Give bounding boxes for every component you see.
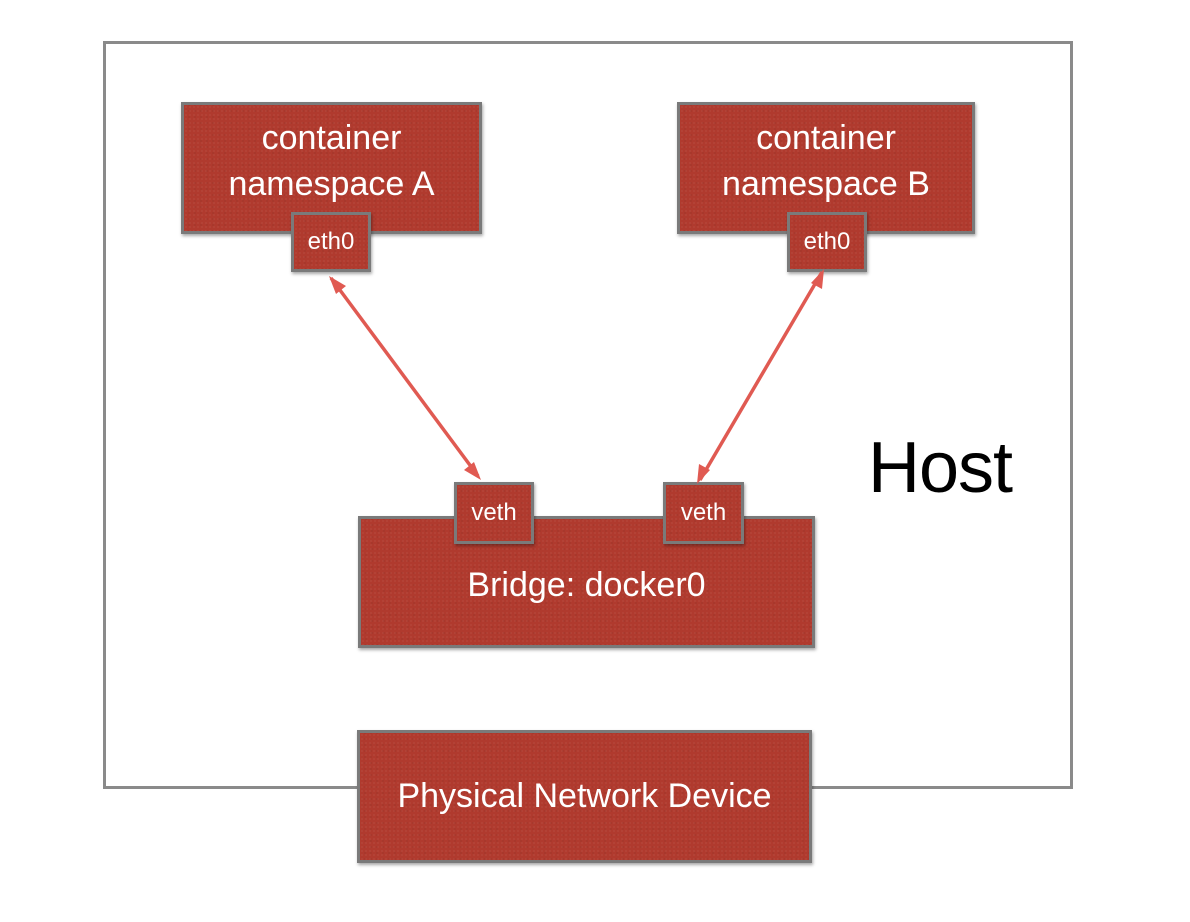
bridge-label: Bridge: docker0 <box>467 565 706 604</box>
namespace-a-label: container namespace A <box>228 119 435 203</box>
bridge-docker0: Bridge: docker0 <box>358 516 815 648</box>
bridge-veth-left: veth <box>454 482 534 544</box>
namespace-a-eth0: eth0 <box>291 212 371 272</box>
namespace-b-eth0: eth0 <box>787 212 867 272</box>
bridge-veth-right: veth <box>663 482 744 544</box>
physical-network-device-label: Physical Network Device <box>397 777 772 815</box>
namespace-a-eth0-label: eth0 <box>307 228 355 255</box>
namespace-b-box: container namespace B <box>677 102 975 234</box>
bridge-veth-right-label: veth <box>680 499 727 526</box>
bridge-veth-left-label: veth <box>471 499 517 526</box>
namespace-b-label: container namespace B <box>722 119 930 203</box>
physical-network-device: Physical Network Device <box>357 730 812 863</box>
namespace-a-box: container namespace A <box>181 102 482 234</box>
namespace-b-eth0-label: eth0 <box>803 228 851 255</box>
host-label: Host <box>868 428 1013 508</box>
